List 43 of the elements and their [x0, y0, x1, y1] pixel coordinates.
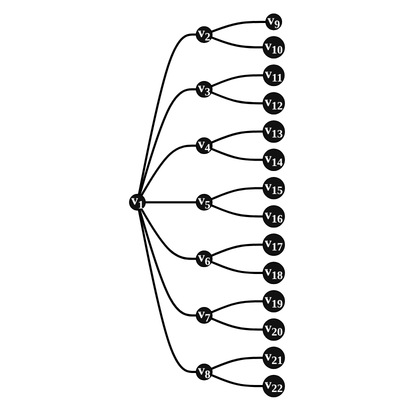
node-circle: v$_{4}$ [196, 137, 213, 154]
connector [145, 201, 196, 204]
connector [211, 300, 264, 314]
connector [211, 20, 266, 33]
node-circle: v$_{21}$ [262, 346, 285, 369]
connector [211, 148, 264, 161]
connector [211, 74, 264, 88]
connector [211, 187, 264, 200]
connector [211, 356, 264, 370]
node-circle: v$_{6}$ [196, 250, 213, 268]
connector [211, 318, 264, 331]
node-circle: v$_{16}$ [262, 205, 285, 228]
connector [138, 210, 196, 374]
node-circle: v$_{2}$ [196, 26, 213, 43]
connector [211, 204, 264, 218]
connector [211, 374, 264, 388]
connector [140, 144, 196, 196]
connector [211, 244, 264, 257]
node-circle: v$_{8}$ [196, 364, 213, 380]
node-circle: v$_{13}$ [262, 120, 285, 143]
node-circle: v$_{10}$ [262, 36, 285, 59]
node-circle: v$_{17}$ [262, 234, 285, 256]
node-circle: v$_{9}$ [265, 14, 282, 30]
connector [140, 208, 196, 260]
node-circle: v$_{22}$ [262, 374, 285, 398]
node-circle: v$_{1}$ [129, 194, 146, 211]
connector [211, 91, 264, 104]
connector [138, 88, 196, 195]
node-circle: v$_{11}$ [262, 64, 285, 86]
node-circle: v$_{7}$ [196, 307, 213, 324]
node-circle: v$_{19}$ [262, 290, 285, 312]
connector [211, 130, 264, 144]
node-circle: v$_{3}$ [196, 80, 213, 98]
node-circle: v$_{5}$ [196, 194, 213, 211]
connector [138, 210, 196, 316]
node-circle: v$_{18}$ [262, 262, 285, 284]
connector [211, 260, 264, 274]
connector [211, 36, 264, 48]
connector [138, 34, 196, 195]
node-circle: v$_{14}$ [262, 148, 285, 172]
node-circle: v$_{15}$ [262, 176, 285, 200]
node-circle: v$_{12}$ [262, 92, 285, 114]
node-circle: v$_{20}$ [262, 318, 285, 341]
